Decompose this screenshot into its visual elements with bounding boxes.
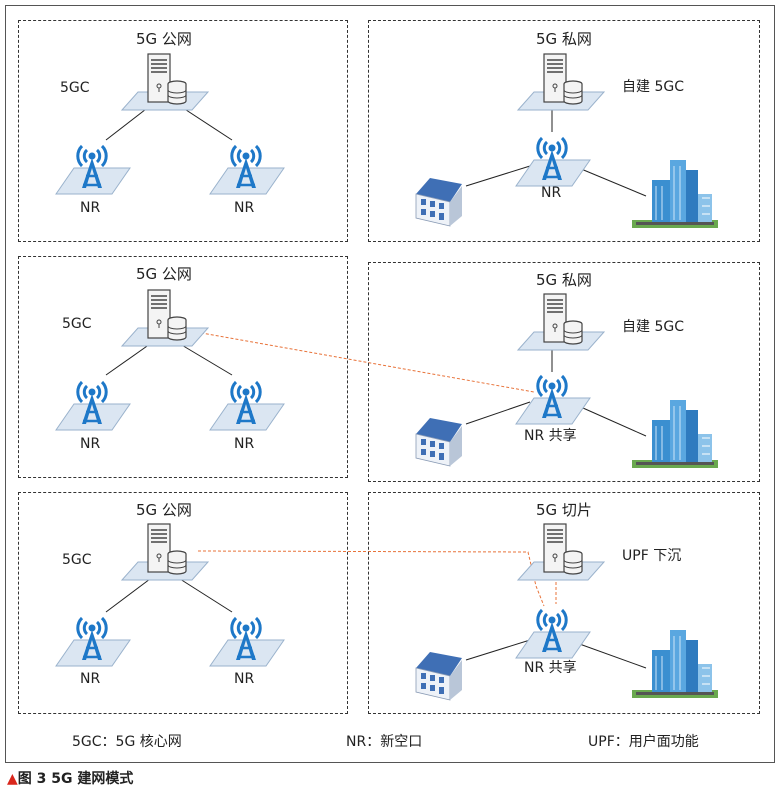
nr-label: NR bbox=[234, 436, 255, 452]
link bbox=[179, 578, 233, 613]
office-building-icon bbox=[632, 156, 718, 228]
upf-label: UPF 下沉 bbox=[622, 548, 682, 564]
core-label: 5GC bbox=[62, 552, 92, 568]
link bbox=[465, 165, 531, 187]
panel-private-network bbox=[368, 262, 760, 482]
nr-label: NR bbox=[234, 200, 255, 216]
panel-public-network bbox=[18, 20, 348, 242]
office-building-icon bbox=[632, 396, 718, 468]
nr-label: NR bbox=[541, 185, 562, 201]
house-icon bbox=[412, 172, 466, 228]
link bbox=[179, 105, 233, 141]
house-icon bbox=[412, 412, 466, 468]
server-icon bbox=[516, 292, 606, 352]
link bbox=[573, 641, 647, 669]
core-label: 自建 5GC bbox=[622, 319, 684, 335]
antenna-tower-icon bbox=[206, 372, 286, 432]
antenna-tower-icon bbox=[206, 136, 286, 196]
panel-title: 5G 切片 bbox=[536, 501, 592, 519]
server-icon bbox=[120, 522, 210, 582]
antenna-tower-icon bbox=[206, 608, 286, 668]
caption-marker-icon: ▲ bbox=[7, 771, 18, 787]
nr-label: NR bbox=[234, 671, 255, 687]
panel-network-slicing bbox=[368, 492, 760, 714]
link bbox=[573, 403, 647, 437]
link bbox=[105, 105, 151, 141]
panel-public-network bbox=[18, 256, 348, 478]
link bbox=[573, 165, 647, 197]
panel-title: 5G 公网 bbox=[136, 265, 192, 283]
nr-shared-label: NR 共享 bbox=[524, 428, 577, 444]
link bbox=[465, 401, 531, 425]
link bbox=[105, 343, 151, 376]
nr-label: NR bbox=[80, 671, 101, 687]
panel-title: 5G 公网 bbox=[136, 30, 192, 48]
server-icon bbox=[120, 288, 210, 348]
core-label: 5GC bbox=[62, 316, 92, 332]
core-label: 5GC bbox=[60, 80, 90, 96]
legend-nr: NR：新空口 bbox=[346, 734, 423, 750]
antenna-tower-icon bbox=[52, 608, 132, 668]
panel-title: 5G 公网 bbox=[136, 501, 192, 519]
shared-link-dashed bbox=[195, 331, 535, 393]
legend-upf: UPF：用户面功能 bbox=[588, 734, 699, 750]
server-icon bbox=[120, 52, 210, 112]
panel-public-network bbox=[18, 492, 348, 714]
house-icon bbox=[412, 646, 466, 702]
figure-caption: ▲图 3 5G 建网模式 bbox=[7, 768, 133, 788]
caption-text: 图 3 5G 建网模式 bbox=[17, 771, 134, 787]
antenna-tower-icon bbox=[512, 600, 592, 660]
nr-label: NR bbox=[80, 200, 101, 216]
legend-5gc: 5GC：5G 核心网 bbox=[72, 734, 182, 750]
figure-frame bbox=[5, 5, 775, 763]
antenna-tower-icon bbox=[512, 128, 592, 188]
panel-title: 5G 私网 bbox=[536, 271, 592, 289]
link bbox=[465, 639, 531, 661]
nr-label: NR bbox=[80, 436, 101, 452]
office-building-icon bbox=[632, 626, 718, 698]
nr-shared-label: NR 共享 bbox=[524, 660, 577, 676]
server-icon bbox=[516, 522, 606, 582]
antenna-tower-icon bbox=[512, 366, 592, 426]
antenna-tower-icon bbox=[52, 372, 132, 432]
panel-private-network bbox=[368, 20, 760, 242]
antenna-tower-icon bbox=[52, 136, 132, 196]
core-label: 自建 5GC bbox=[622, 79, 684, 95]
link bbox=[105, 578, 151, 613]
link bbox=[179, 343, 233, 376]
panel-title: 5G 私网 bbox=[536, 30, 592, 48]
server-icon bbox=[516, 52, 606, 112]
